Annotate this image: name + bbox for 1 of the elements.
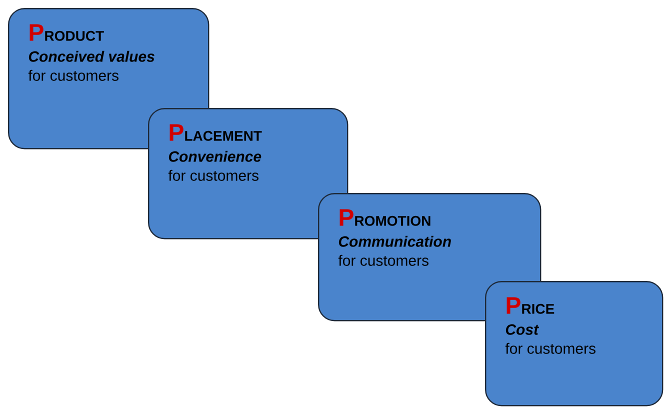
process-box: PRICE Cost for customers: [485, 281, 664, 406]
